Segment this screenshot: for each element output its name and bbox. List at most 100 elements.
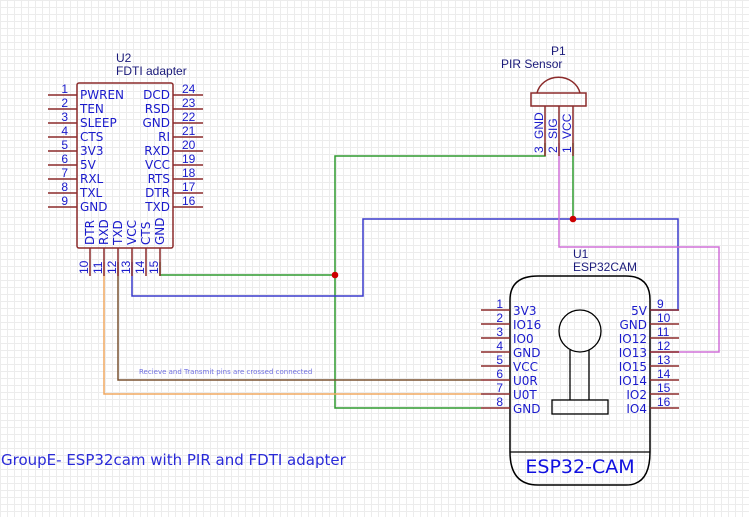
pin-name: RTS: [148, 172, 170, 186]
wire-gnd-pir[interactable]: [334, 143, 546, 275]
pin-number: 5: [496, 353, 503, 367]
p1-pin-2[interactable]: 2 SIG: [546, 106, 560, 156]
pin-number: 23: [182, 96, 196, 110]
pin-name: RXL: [80, 172, 104, 186]
pin-name: GND: [142, 116, 170, 130]
camera-base: [551, 399, 609, 415]
u2-pin-22[interactable]: 22 GND: [142, 110, 203, 130]
wire-gnd-u2[interactable]: [159, 262, 335, 276]
wire-gnd-esp[interactable]: [334, 275, 481, 409]
u1-pin-9[interactable]: 9 5V: [631, 297, 679, 318]
pin-name: 5V: [631, 304, 648, 318]
pin-number: 1: [61, 82, 68, 96]
p1-pin-3[interactable]: 3 GND: [532, 106, 546, 156]
pin-name: TXL: [79, 186, 103, 200]
pin-name: GND: [513, 346, 541, 360]
u2-pin-7[interactable]: 7 RXL: [48, 166, 104, 186]
pin-number: 13: [657, 353, 671, 367]
pin-number: 7: [61, 166, 68, 180]
junction-gnd: [331, 271, 339, 279]
junction-vcc: [569, 215, 577, 223]
pin-number: 4: [61, 124, 68, 138]
crossed-connection-note: Recieve and Transmit pins are crossed co…: [139, 368, 312, 376]
pin-name: IO14: [619, 374, 647, 388]
pin-name: IO2: [626, 388, 647, 402]
u1-ref: U1: [573, 247, 589, 261]
p1-pin-1[interactable]: 1 VCC: [560, 106, 574, 156]
pin-number: 11: [657, 325, 670, 339]
pin-number: 8: [496, 395, 503, 409]
pin-name: GND: [619, 318, 647, 332]
pin-number: 9: [61, 194, 68, 208]
pin-number: 21: [182, 124, 196, 138]
pin-name: U0T: [513, 388, 537, 402]
pin-number: 7: [496, 381, 503, 395]
p1-value: PIR Sensor: [501, 57, 562, 71]
pin-number: 9: [657, 297, 664, 311]
pin-name: GND: [80, 200, 108, 214]
camera-lens-icon: [558, 309, 602, 353]
pin-number: 19: [182, 152, 196, 166]
wire-sig[interactable]: [558, 143, 720, 353]
u1-body-label: ESP32-CAM: [525, 456, 634, 478]
pin-number: 2: [496, 311, 503, 325]
pin-name: 5V: [80, 158, 97, 172]
pin-number: 15: [657, 381, 671, 395]
pin-name: IO0: [513, 332, 534, 346]
pin-number: 14: [133, 260, 147, 274]
u2-value: FDTI adapter: [116, 64, 187, 78]
pin-number: 6: [496, 367, 503, 381]
pin-number: 3: [532, 146, 546, 153]
pin-name: RXD: [97, 219, 111, 245]
pin-number: 2: [546, 146, 560, 153]
wire-u2txd-u1u0r[interactable]: [117, 262, 481, 381]
wire-u2rxd-u1u0t[interactable]: [103, 262, 481, 395]
pin-name: IO15: [619, 360, 647, 374]
pin-number: 16: [182, 194, 196, 208]
pin-name: VCC: [560, 113, 574, 139]
u2-pin-9[interactable]: 9 GND: [48, 194, 108, 214]
pin-name: IO4: [626, 402, 647, 416]
pin-number: 22: [182, 110, 196, 124]
